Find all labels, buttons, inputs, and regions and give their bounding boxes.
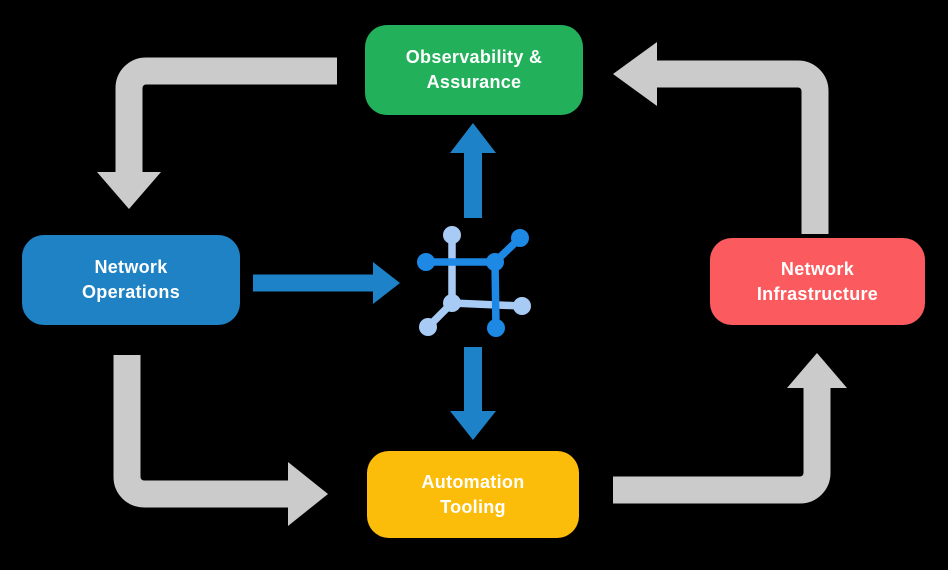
arrow-shaft xyxy=(115,57,337,173)
node-observability-label: Observability & Assurance xyxy=(405,47,543,92)
node-automation-tooling: Automation Tooling xyxy=(367,451,579,538)
network-mesh-icon-light-layer xyxy=(419,226,531,336)
node-automation-label: Automation Tooling xyxy=(421,471,525,517)
arrow-head-right-icon xyxy=(288,462,328,526)
arrow-shaft xyxy=(656,60,829,234)
arrow-operations-to-automation xyxy=(113,355,328,526)
node-network-infrastructure: Network Infrastructure xyxy=(710,238,925,325)
node-operations-label: Network Operations xyxy=(81,257,181,302)
node-network-operations: Network Operations xyxy=(22,235,240,325)
arrow-head-up-icon xyxy=(787,353,847,388)
arrow-head-up-icon xyxy=(450,123,496,153)
arrow-hub-to-automation xyxy=(450,347,496,440)
node-observability-assurance: Observability & Assurance xyxy=(365,25,583,115)
arrow-head-right-icon xyxy=(373,262,400,304)
arrow-shaft xyxy=(113,355,289,508)
arrow-hub-to-observability xyxy=(450,123,496,218)
arrow-operations-to-hub xyxy=(253,262,400,304)
arrow-infrastructure-to-observability xyxy=(613,42,829,234)
arrow-shaft xyxy=(613,387,831,504)
arrow-head-left-icon xyxy=(613,42,657,106)
network-mesh-icon xyxy=(417,226,531,337)
arrow-automation-to-infrastructure xyxy=(613,353,847,504)
node-infrastructure-label: Network Infrastructure xyxy=(756,258,879,304)
arrow-head-down-icon xyxy=(450,411,496,440)
network-mesh-icon-dark-layer xyxy=(417,229,529,337)
arrow-observability-to-operations xyxy=(97,57,337,209)
arrow-head-down-icon xyxy=(97,172,161,209)
